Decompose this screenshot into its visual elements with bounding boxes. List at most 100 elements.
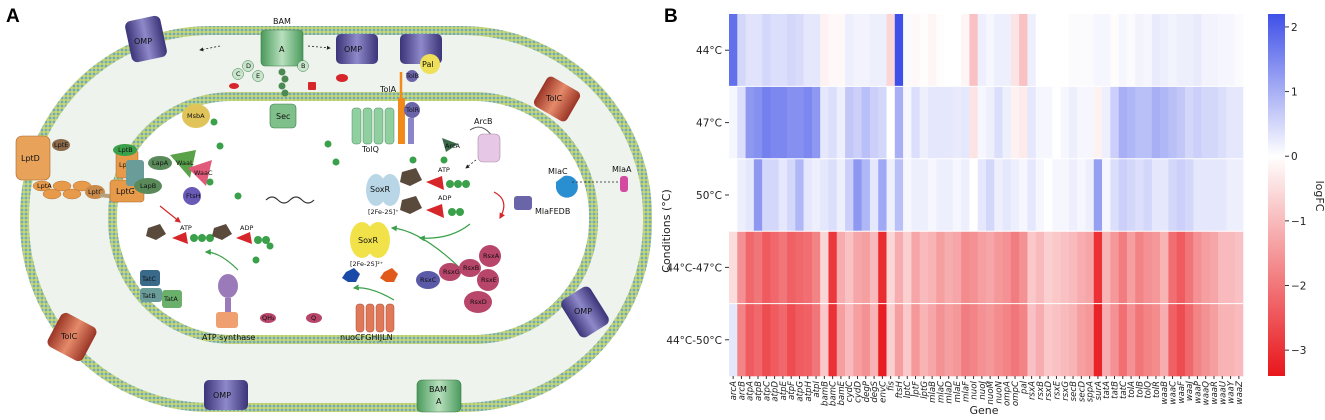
heatmap-cell [1135, 14, 1144, 87]
heatmap-cell [1143, 14, 1153, 87]
heatmap-cell [1010, 231, 1020, 304]
omp-bottom-right: OMP [561, 286, 609, 338]
heatmap-cell [1002, 14, 1012, 87]
heatmap-cell [770, 158, 780, 232]
heatmap-cell [969, 86, 979, 160]
heatmap-cell [1176, 158, 1186, 232]
heatmap-cell [936, 86, 945, 160]
heatmap-cell [1143, 158, 1153, 232]
heatmap-cell [1085, 303, 1095, 377]
heatmap-cell [787, 14, 796, 87]
heatmap-cell [1176, 86, 1186, 160]
heatmap-cell [1184, 86, 1194, 160]
heatmap-cell [1077, 303, 1086, 377]
heatmap-cell [1226, 303, 1236, 377]
heatmap-cell [845, 303, 854, 377]
msba-label: MsbA [187, 112, 205, 120]
colorbar-tick-label: 2 [1291, 22, 1298, 34]
heatmap-cell [1077, 158, 1086, 232]
heatmap-cell [1126, 158, 1136, 232]
heatmap-cell [737, 231, 746, 304]
tolc-right: TolC [533, 76, 581, 122]
heatmap-cell [1010, 86, 1020, 160]
heatmap-cell [1110, 14, 1119, 87]
gene-tick-label: mlaE [953, 380, 963, 402]
heatmap-cell [762, 86, 771, 160]
heatmap-cell [1234, 158, 1244, 232]
heatmap-cell [745, 158, 755, 232]
heatmap-cell [977, 158, 987, 232]
mlaa-label: MlaA [612, 165, 632, 174]
heatmap-cell [869, 231, 879, 304]
bam-b-label: B [301, 62, 305, 70]
heatmap-cell [745, 231, 755, 304]
heatmap-cell [1027, 86, 1037, 160]
heatmap-cell [811, 158, 821, 232]
sec-tol-system: Sec TolQ TolA TolB Pal TolR [269, 54, 440, 154]
heatmap-cell [1184, 158, 1194, 232]
arca-label: ArcA [445, 142, 461, 150]
heatmap-cell [869, 158, 879, 232]
heatmap-cell [1193, 14, 1202, 87]
lap-waa-cluster: LapA WaaL WaaC LapB FtsH MsbA [126, 104, 213, 205]
pal-label: Pal [422, 60, 434, 69]
heatmap-cell [977, 14, 987, 87]
heatmap-cell [919, 14, 929, 87]
heatmap-cell [1184, 14, 1194, 87]
heatmap-cell [795, 158, 804, 232]
bam-a-label: A [279, 45, 285, 54]
heatmap-cell [820, 14, 829, 87]
heatmap-cell [762, 231, 771, 304]
heatmap-cell [1193, 231, 1202, 304]
heatmap-cell [1019, 158, 1028, 232]
heatmap-cell [811, 231, 821, 304]
gene-tick-label: waaC [1169, 381, 1179, 405]
row-tick-label: 44°C-47°C [666, 262, 722, 274]
heatmap-cell [745, 303, 755, 377]
atp-cycle-left: ATP ADP [146, 205, 270, 271]
gene-tick-label: nuoI [970, 381, 980, 400]
gene-tick-label: tolB [1135, 381, 1145, 398]
heatmap-cell [936, 14, 945, 87]
heatmap-cell [1209, 231, 1219, 304]
y-axis-label: Conditions (°C) [660, 189, 673, 272]
mlac-label: MlaC [548, 167, 568, 176]
heatmap-cell [729, 303, 738, 377]
bam-top: BAM A D E C B [199, 17, 331, 97]
heatmap-cell [1209, 303, 1219, 377]
q-label: Q [311, 314, 316, 322]
heatmap-cell [903, 14, 912, 87]
heatmap-cell [1168, 231, 1177, 304]
atp2-label: ATP [438, 166, 450, 174]
rsx-complex: RsxC RsxG RsxB RsxA RsxE RsxD [416, 245, 501, 313]
gene-tick-label: degP [862, 380, 872, 402]
heatmap-cell [1044, 303, 1053, 377]
gene-tick-labels: arcAarcBatpAatpBatpCatpDatpEatpFatpGatpH… [729, 376, 1245, 406]
heatmap-cell [977, 86, 987, 160]
gene-tick-label: rsxA [1028, 381, 1038, 400]
heatmap-cell [1060, 158, 1070, 232]
gene-tick-label: lptC [903, 381, 913, 398]
heatmap-cell [969, 231, 979, 304]
heatmap-cell [770, 14, 780, 87]
heatmap-cell [927, 231, 937, 304]
heatmap-cell [919, 86, 929, 160]
heatmap-cell [803, 86, 813, 160]
mrna-strand [265, 196, 315, 204]
heatmap-cell [944, 158, 954, 232]
tatc-label: TatC [141, 275, 156, 283]
colorbar-tick-label: 0 [1291, 151, 1298, 163]
gene-tick-label: ompC [1011, 381, 1021, 406]
heatmap-cell [986, 158, 995, 232]
heatmap-cell [836, 158, 846, 232]
heatmap-cell [894, 14, 904, 87]
heatmap-cell [1002, 231, 1012, 304]
heatmap-cell [1052, 14, 1061, 87]
heatmap-cell [1168, 14, 1177, 87]
heatmap-cell [977, 231, 987, 304]
heatmap-cell [1002, 86, 1012, 160]
bam-bottom-a-label: A [436, 397, 442, 406]
heatmap-cell [1035, 158, 1045, 232]
heatmap-cell [1110, 231, 1119, 304]
arc-system: ArcB ArcA [409, 117, 501, 169]
